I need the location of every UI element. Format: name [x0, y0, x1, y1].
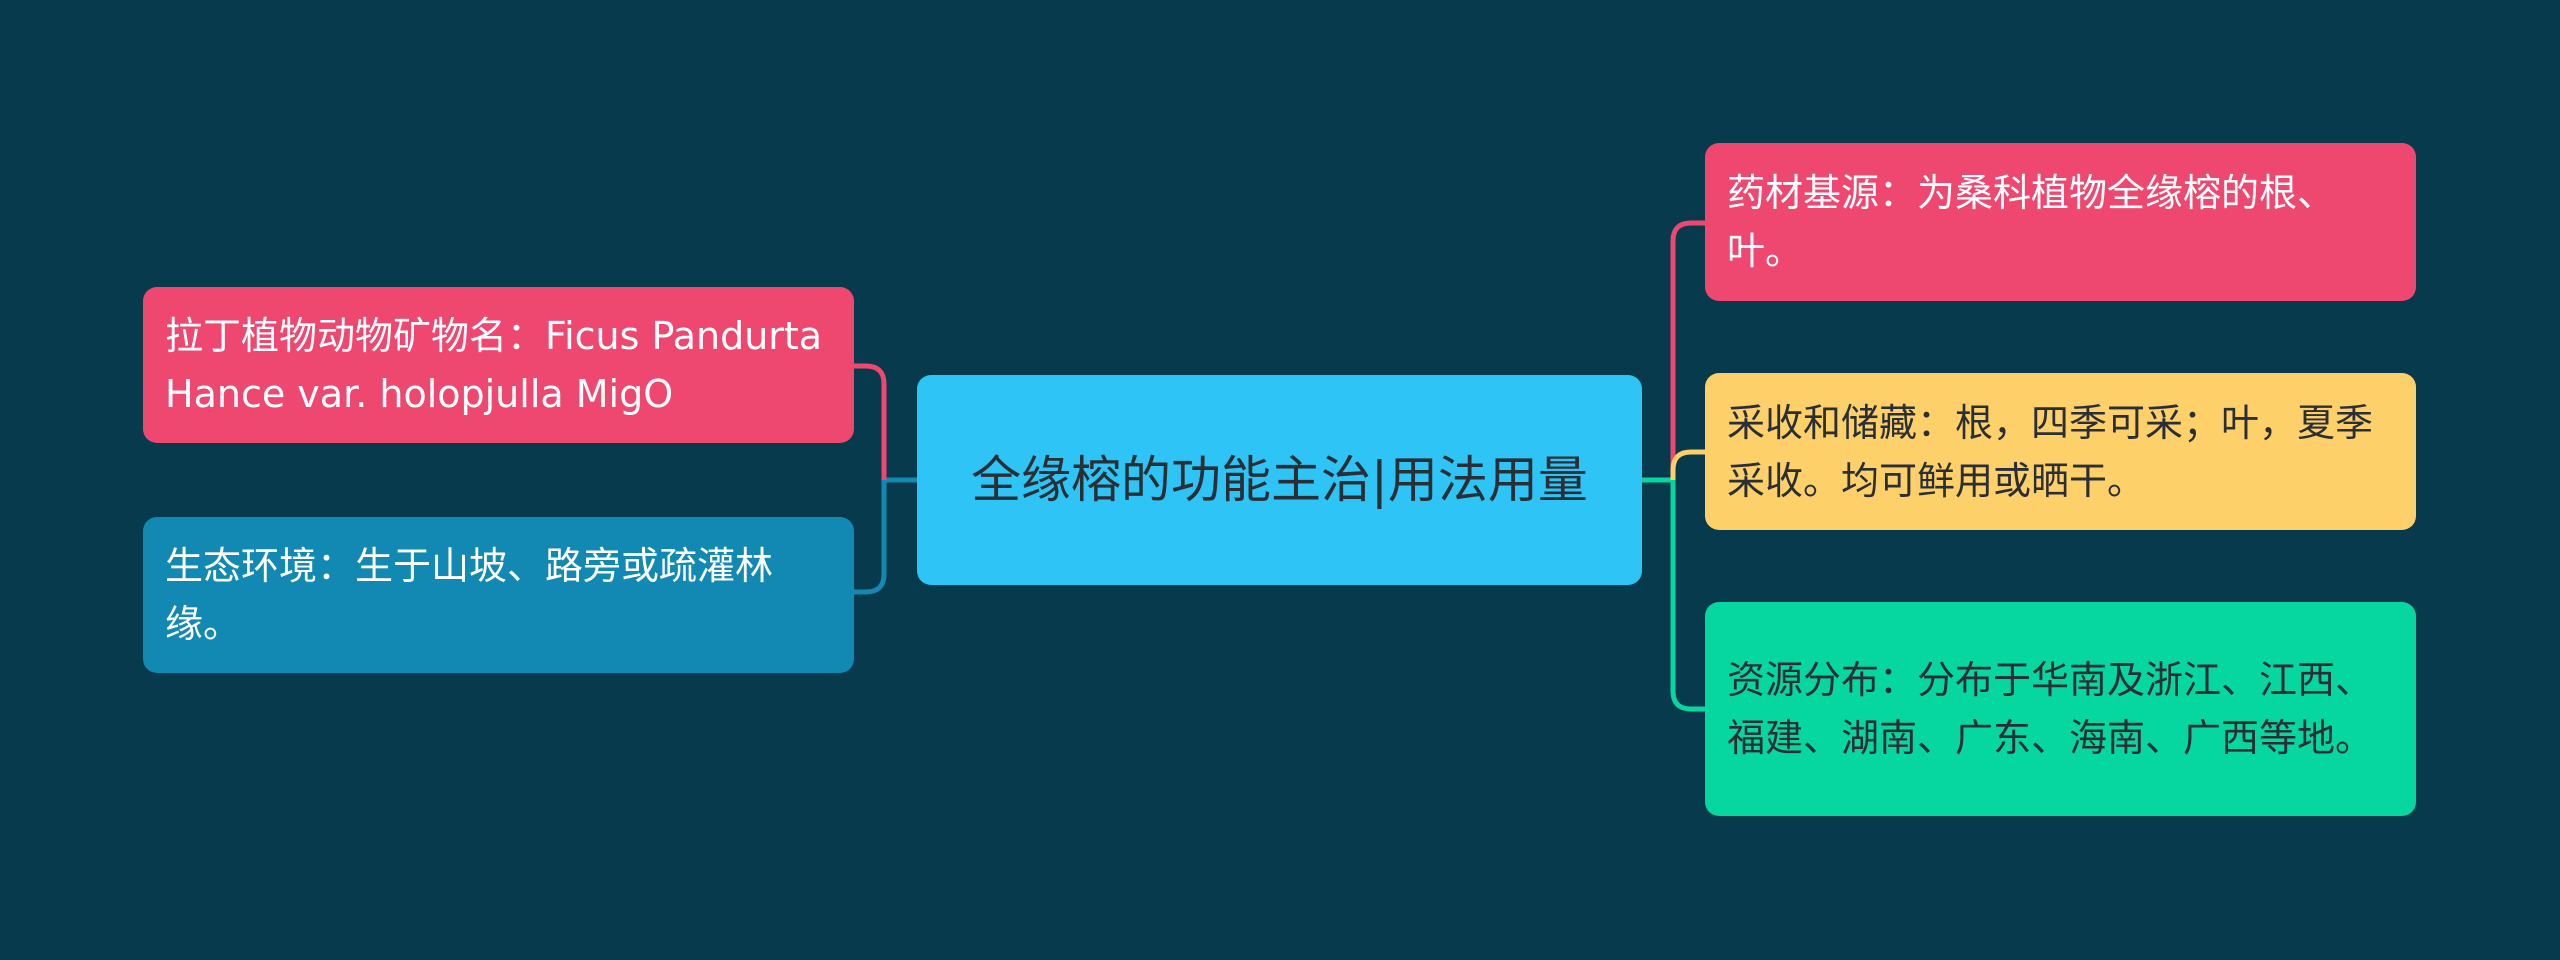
- connector-right-2: [1670, 449, 1705, 480]
- branch-node-harvest-storage[interactable]: 采收和储藏：根，四季可采；叶，夏季采收。均可鲜用或晒干。: [1705, 373, 2416, 530]
- connector-left-2: [854, 480, 887, 595]
- branch-node-label: 生态环境：生于山坡、路旁或疏灌林缘。: [165, 544, 774, 646]
- root-node-label: 全缘榕的功能主治|用法用量: [971, 451, 1588, 509]
- branch-node-habitat[interactable]: 生态环境：生于山坡、路旁或疏灌林缘。: [143, 517, 854, 673]
- connector-left-1: [854, 363, 887, 480]
- branch-node-latin-name[interactable]: 拉丁植物动物矿物名：Ficus Pandurta Hance var. holo…: [143, 287, 854, 443]
- branch-node-label: 拉丁植物动物矿物名：Ficus Pandurta Hance var. holo…: [165, 314, 823, 416]
- connector-right-3: [1670, 480, 1705, 712]
- branch-node-label: 采收和储藏：根，四季可采；叶，夏季采收。均可鲜用或晒干。: [1727, 400, 2374, 503]
- branch-node-distribution[interactable]: 资源分布：分布于华南及浙江、江西、福建、湖南、广东、海南、广西等地。: [1705, 602, 2416, 816]
- root-node[interactable]: 全缘榕的功能主治|用法用量: [917, 375, 1642, 585]
- branch-node-label: 资源分布：分布于华南及浙江、江西、福建、湖南、广东、海南、广西等地。: [1727, 658, 2374, 760]
- branch-node-source[interactable]: 药材基源：为桑科植物全缘榕的根、叶。: [1705, 143, 2416, 301]
- connector-right-1: [1670, 220, 1705, 480]
- branch-node-label: 药材基源：为桑科植物全缘榕的根、叶。: [1727, 171, 2336, 273]
